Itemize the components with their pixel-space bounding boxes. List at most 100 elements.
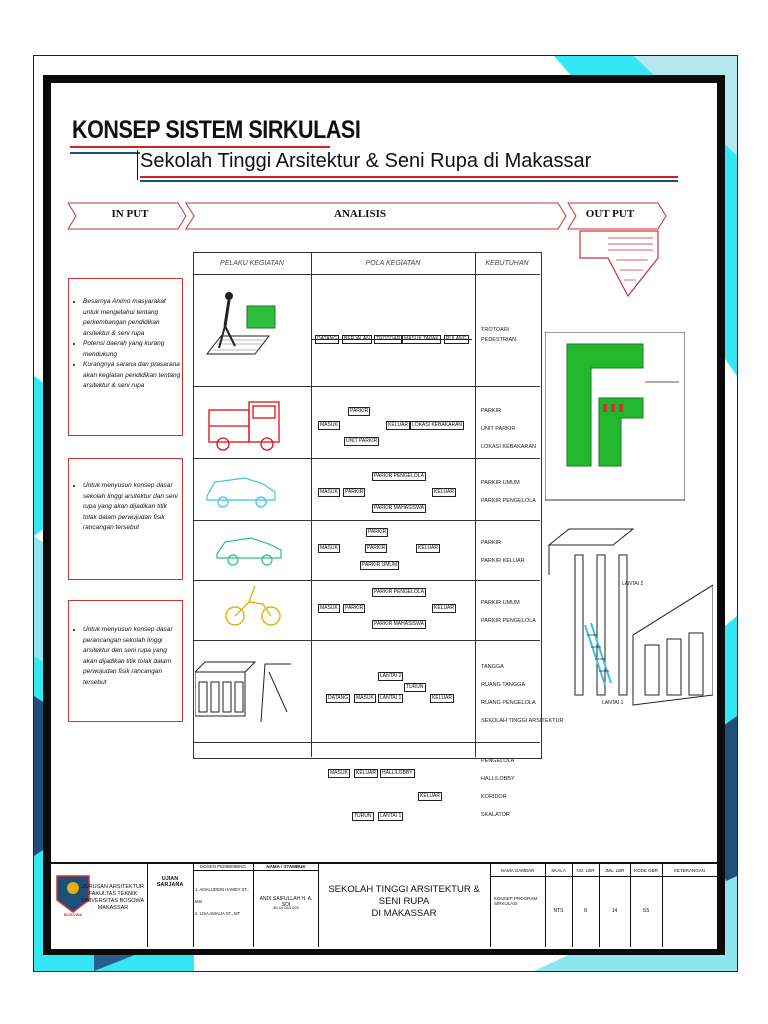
table-row-divider	[193, 458, 540, 459]
tb-divider	[318, 862, 319, 947]
page-title: KONSEP SISTEM SIRKULASI	[72, 116, 361, 144]
poster-frame	[43, 75, 725, 955]
subtitle-bar	[137, 150, 138, 180]
drawing-name: KONSEP PROGRAM SIRKULASI	[494, 896, 538, 906]
output-row-1: TROTOAR/PEDESTRIAN	[481, 327, 517, 343]
note-card-3: Untuk menyusun konsep dasar perancangan …	[68, 600, 183, 722]
scale-value: NTS	[553, 908, 564, 914]
flow-r5-box: KELUAR	[432, 604, 457, 613]
flow-r3-box: PARKIR PENGELOLA	[372, 472, 426, 481]
table-row-divider	[193, 274, 540, 275]
university-logo	[56, 875, 90, 913]
table-header-pattern: POLA KEGIATAN	[365, 260, 421, 267]
flow-r2-box: LOKASI KEBAKARAN	[410, 421, 465, 430]
table-header-need: KEBUTUHAN	[485, 260, 529, 267]
flow-r4-box: KELUAR	[416, 544, 441, 553]
flow-r6-box: LANTAI 1	[378, 694, 404, 703]
flow-r6-box: TURUN	[404, 683, 426, 692]
flow-r3-box: KELUAR	[432, 488, 457, 497]
tb-rule	[193, 870, 318, 871]
label-lantai2: LANTAI 2	[622, 581, 644, 587]
flow-r1-line	[312, 339, 472, 340]
flow-r6-box: DATANG	[326, 694, 351, 703]
table-row-divider	[193, 640, 540, 641]
flow-r2-box: MASUK	[318, 421, 340, 430]
tb-divider	[193, 862, 194, 947]
flow-r6-box: KELUAR	[430, 694, 455, 703]
note-3-item-1: Untuk menyusun konsep dasar perancangan …	[83, 625, 182, 688]
section-output-label: OUT PUT	[585, 208, 635, 220]
note-1-item-3: Kurangnya sarana dan prasarana akan kegi…	[83, 360, 182, 392]
flow-r6-box: LANTAI 2	[378, 672, 404, 681]
section-arrows	[68, 202, 667, 298]
pedestrian-illustration	[205, 292, 276, 355]
tb-header-sheet-no: NO. LBR	[576, 868, 595, 873]
flow-r2-box: UNIT PARKIR	[344, 437, 380, 446]
tb-divider	[599, 862, 600, 947]
tb-divider	[572, 862, 573, 947]
staircase-diagram	[547, 528, 713, 706]
table-row-divider	[193, 580, 540, 581]
label-lantai1: LANTAI 1	[602, 700, 624, 706]
student-id: 45 10 043 003	[273, 905, 299, 910]
student-header: NAMA / STAMBUK	[266, 864, 306, 869]
flow-r6-box: MASUK	[354, 694, 376, 703]
table-row-divider	[193, 742, 540, 743]
tb-divider	[662, 862, 663, 947]
tb-divider	[147, 862, 148, 947]
exam-label: UJIAN SARJANA	[156, 876, 184, 888]
flow-r4-box: PARKIR	[365, 544, 388, 553]
note-2-item-1: Untuk menyusun konsep dasar sekolah ting…	[83, 481, 182, 534]
motorcycle-illustration	[225, 585, 281, 626]
flow-r7-box: MASUK	[328, 769, 350, 778]
table-header-actor: PELAKU KEGIATAN	[220, 260, 284, 267]
flow-r5-box: PARKIR PENGELOLA	[372, 588, 426, 597]
title-rule-blue	[70, 152, 140, 154]
subtitle-rule-red	[140, 176, 678, 178]
tb-header-code: KODE GBR	[634, 868, 658, 873]
drawing-code: SS	[642, 908, 650, 914]
subtitle-rule-blue	[140, 180, 678, 182]
taxi-illustration	[216, 537, 282, 566]
page-subtitle: Sekolah Tinggi Arsitektur & Seni Rupa di…	[140, 150, 592, 172]
flow-r4-box: PARKIR	[366, 528, 389, 537]
tb-divider	[545, 862, 546, 947]
flow-r3-box: PARKIR	[343, 488, 366, 497]
car-illustration	[206, 477, 276, 508]
tb-divider	[253, 862, 254, 947]
flow-r7-box: TURUN	[352, 812, 374, 821]
table-row-divider	[193, 386, 540, 387]
flow-r7-box: KELUAR	[418, 792, 443, 801]
tb-divider	[490, 862, 491, 947]
flow-r4-box: PARKIR UMUM	[360, 561, 400, 570]
actor-illustrations	[195, 292, 291, 723]
title-rule	[70, 146, 330, 148]
tb-header-scale: SKALA	[551, 868, 566, 873]
flow-r7-box: HALL/LOBBY	[380, 769, 415, 778]
flow-r3-box: MASUK	[318, 488, 340, 497]
flow-r5-box: PARKIR	[343, 604, 366, 613]
tb-divider	[630, 862, 631, 947]
note-1-item-1: Besarnya Animo masyarakat untuk mengetah…	[83, 297, 182, 339]
supervisor-header: DOSEN PEMBIMBING	[199, 864, 246, 869]
table-col-divider	[475, 252, 476, 757]
tb-header-notes: KETERANGAN	[673, 868, 705, 873]
note-card-2: Untuk menyusun konsep dasar sekolah ting…	[68, 458, 183, 580]
building-illustration	[195, 661, 291, 723]
flow-r7-box: KELUAR	[354, 769, 379, 778]
table-row-divider	[193, 520, 540, 521]
tb-header-sheet-count: JML. LBR	[604, 868, 625, 873]
site-plan-diagram	[545, 332, 685, 501]
flow-r2-box: KELUAR	[386, 421, 411, 430]
note-card-1: Besarnya Animo masyarakat untuk mengetah…	[68, 278, 183, 436]
note-1-item-2: Potensi daerah yang kurang mendukung	[83, 339, 182, 360]
